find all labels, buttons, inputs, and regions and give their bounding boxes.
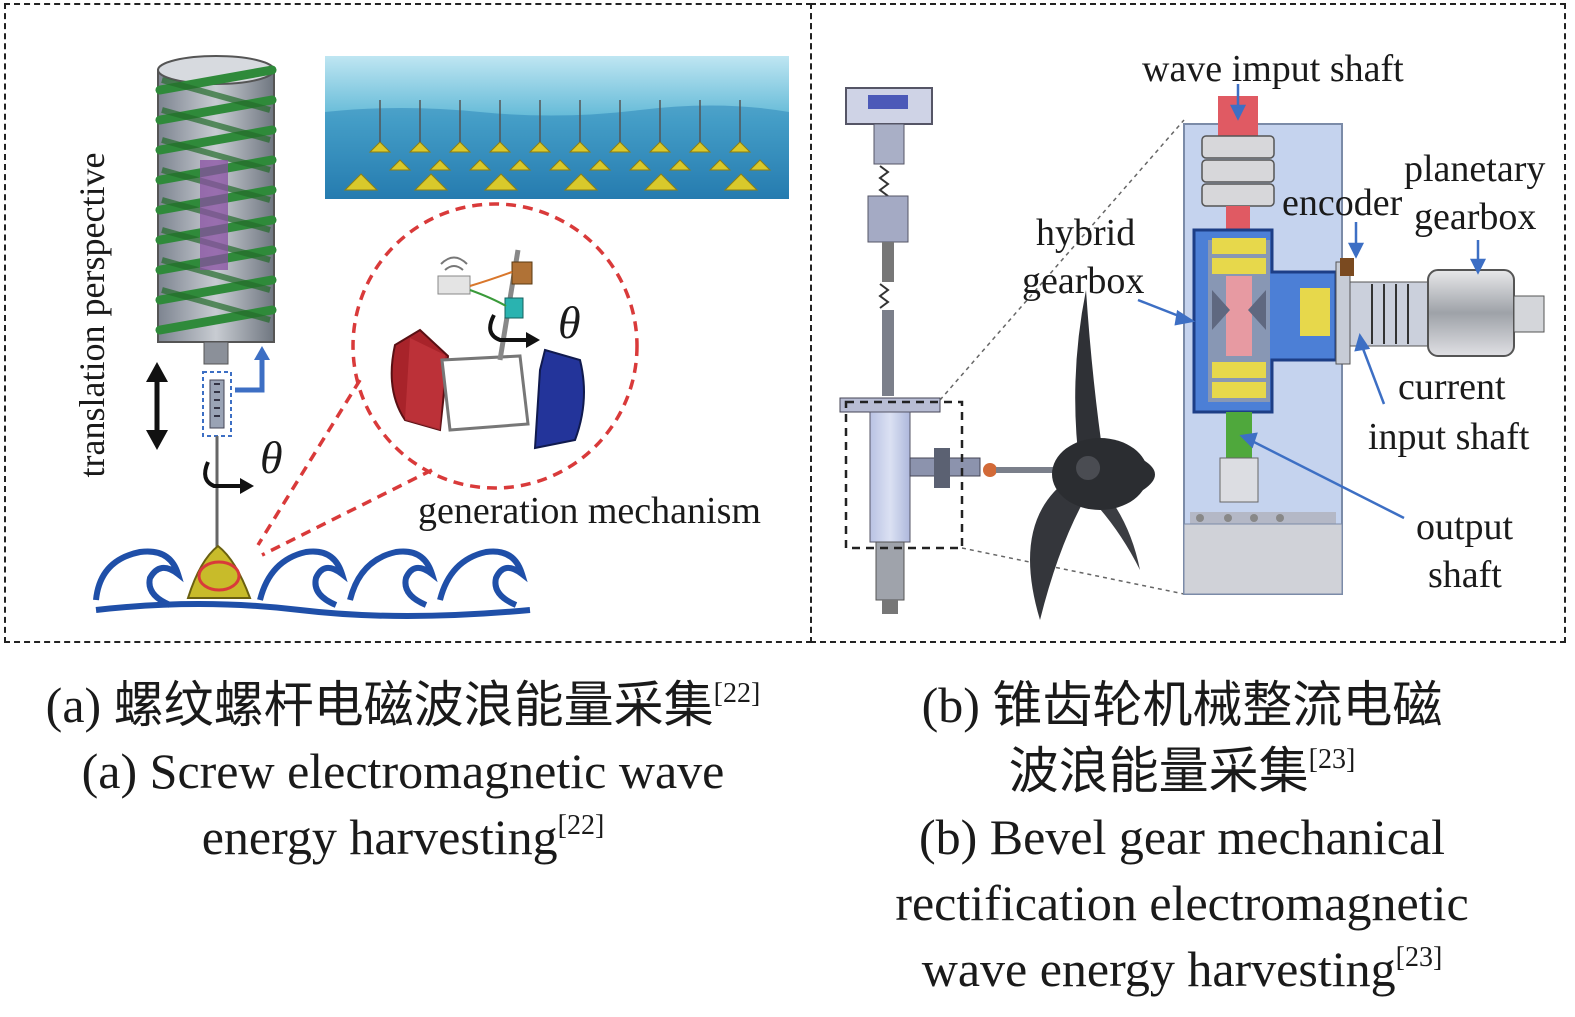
- caption-a-en-ref: [22]: [557, 810, 605, 841]
- caption-b-en-ref: [23]: [1395, 942, 1443, 973]
- callout-arrows: [1137, 84, 1487, 520]
- zoom-box-dashed: [844, 119, 1185, 595]
- current-label: current: [1398, 366, 1506, 408]
- assembly-column-illustration: [839, 87, 1060, 614]
- caption-b-en-line3-text: wave energy harvesting: [921, 941, 1396, 997]
- wave-input-shaft-label: wave imput shaft: [1142, 48, 1404, 90]
- caption-a-zh-text: (a) 螺纹螺杆电磁波浪能量采集: [45, 677, 714, 733]
- caption-a-en-line1: (a) Screw electromagnetic wave: [81, 743, 725, 799]
- waves-and-buoy-illustration: [93, 544, 531, 619]
- theta-label-circle: θ: [558, 297, 581, 348]
- planetary-label: planetary: [1404, 148, 1546, 190]
- ocean-array-photo: [325, 56, 789, 199]
- caption-b-en-line1: (b) Bevel gear mechanical: [918, 809, 1446, 865]
- caption-b-en-line3: wave energy harvesting[23]: [806, 936, 1558, 1002]
- caption-b: (b) 锥齿轮机械整流电磁 波浪能量采集[23] (b) Bevel gear …: [806, 672, 1558, 1002]
- theta-label-a: θ: [260, 432, 283, 483]
- hybrid-gearbox-label: gearbox: [1022, 260, 1145, 302]
- caption-a-en-line2-text: energy harvesting: [201, 809, 558, 865]
- caption-a-zh: (a) 螺纹螺杆电磁波浪能量采集[22]: [0, 672, 806, 738]
- turbine-propeller-illustration: [1030, 290, 1155, 620]
- gearbox-detail-illustration: [1183, 96, 1545, 595]
- caption-b-zh-ref: [23]: [1308, 744, 1356, 775]
- output-label: output: [1416, 506, 1514, 548]
- planetary-gearbox-label: gearbox: [1414, 196, 1537, 238]
- vertical-double-arrow: [146, 362, 168, 450]
- hybrid-label: hybrid: [1036, 212, 1136, 254]
- screw-cylinder-illustration: [155, 55, 277, 365]
- caption-a: (a) 螺纹螺杆电磁波浪能量采集[22] (a) Screw electroma…: [0, 672, 806, 870]
- caption-a-zh-ref: [22]: [713, 678, 761, 709]
- caption-b-zh-line1: (b) 锥齿轮机械整流电磁: [921, 677, 1443, 733]
- caption-b-zh-line2: 波浪能量采集[23]: [806, 738, 1558, 804]
- spring-module-illustration: [202, 346, 270, 552]
- caption-b-en-line2: rectification electromagnetic: [895, 875, 1469, 931]
- current-input-shaft-label: input shaft: [1368, 416, 1530, 458]
- caption-b-zh-line2-text: 波浪能量采集: [1008, 743, 1309, 799]
- caption-a-en-line2: energy harvesting[22]: [0, 804, 806, 870]
- panel-b-frame: [810, 3, 1566, 643]
- encoder-label: encoder: [1282, 182, 1403, 224]
- generator-coil-illustration: [390, 249, 585, 450]
- output-shaft-label: shaft: [1428, 554, 1502, 596]
- rotation-arrow-a: [203, 461, 254, 494]
- translation-perspective-label: translation perspective: [72, 152, 112, 478]
- generation-mechanism-label: generation mechanism: [418, 490, 761, 532]
